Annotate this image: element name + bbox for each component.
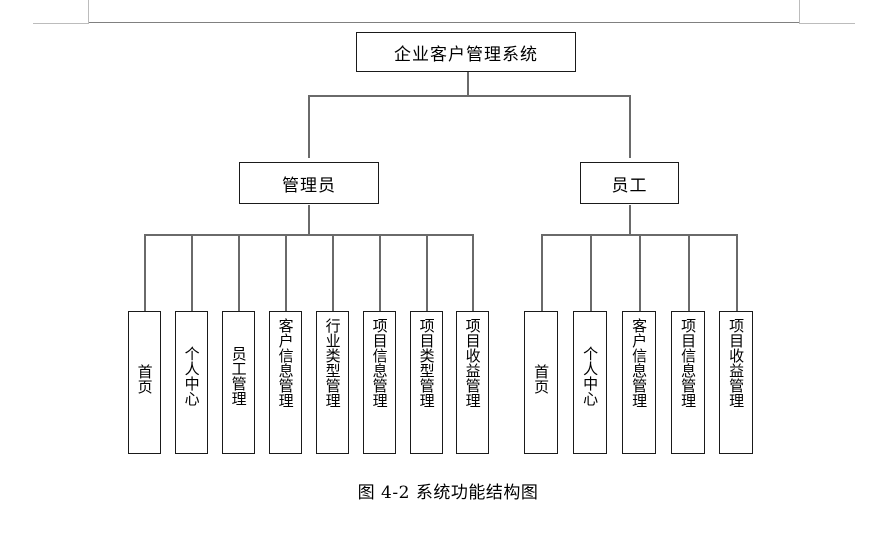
connector-admin-leaf-7 [426,234,428,311]
connector-employee-down [629,205,631,235]
figure-caption: 图 4-2 系统功能结构图 [357,483,539,503]
connector-employee-leaf-4 [688,234,690,311]
node-employee-leaf-project-revenue-mgmt[interactable]: 项目收益管理 [719,311,753,454]
connector-admin-leaf-5 [332,234,334,311]
node-employee-leaf-customer-info-mgmt-label: 客户信息管理 [630,318,649,408]
node-admin-leaf-project-info-mgmt[interactable]: 项目信息管理 [363,311,396,454]
connector-level2-bus [308,95,630,97]
node-admin-leaf-customer-info-mgmt[interactable]: 客户信息管理 [269,311,302,454]
connector-admin-leaf-2 [191,234,193,311]
connector-employee-leaf-3 [639,234,641,311]
connector-employee-leaf-2 [590,234,592,311]
page-header-rule [88,22,800,23]
connector-employee-leaf-5 [736,234,738,311]
connector-admin-leaf-6 [379,234,381,311]
node-admin-label: 管理员 [282,175,336,196]
node-admin-leaf-personal-center[interactable]: 个人中心 [175,311,208,454]
connector-root-down [467,71,469,96]
node-admin-leaf-employee-mgmt-label: 员工管理 [229,346,248,406]
connector-admin-leaf-1 [144,234,146,311]
node-employee-leaf-customer-info-mgmt[interactable]: 客户信息管理 [622,311,656,454]
connector-admin-leaf-3 [238,234,240,311]
node-admin[interactable]: 管理员 [239,162,379,204]
node-admin-leaf-project-revenue-mgmt[interactable]: 项目收益管理 [456,311,489,454]
node-admin-leaf-project-type-mgmt[interactable]: 项目类型管理 [410,311,443,454]
node-employee-leaf-project-info-mgmt[interactable]: 项目信息管理 [671,311,705,454]
node-employee-leaf-personal-center-label: 个人中心 [581,346,600,406]
node-admin-leaf-project-revenue-mgmt-label: 项目收益管理 [463,318,482,408]
page-margin-right-corner [799,23,855,24]
node-admin-leaf-customer-info-mgmt-label: 客户信息管理 [276,318,295,408]
connector-to-employee [629,95,631,158]
node-employee-leaf-home[interactable]: 首页 [524,311,558,454]
node-employee-leaf-project-revenue-mgmt-label: 项目收益管理 [727,318,746,408]
page-margin-left-corner [33,23,89,24]
node-employee-label: 员工 [611,175,648,196]
page-margin-right-vertical [799,0,800,23]
node-employee-leaf-home-label: 首页 [532,364,551,394]
node-admin-leaf-industry-type-mgmt-label: 行业类型管理 [323,318,342,408]
node-employee[interactable]: 员工 [580,162,679,204]
node-admin-leaf-industry-type-mgmt[interactable]: 行业类型管理 [316,311,349,454]
node-admin-leaf-project-info-mgmt-label: 项目信息管理 [370,318,389,408]
node-root-label: 企业客户管理系统 [394,44,538,65]
node-employee-leaf-personal-center[interactable]: 个人中心 [573,311,607,454]
connector-admin-down [308,205,310,235]
node-root[interactable]: 企业客户管理系统 [356,32,576,72]
connector-to-admin [308,95,310,158]
page-margin-left-vertical [88,0,89,23]
connector-admin-leaf-bus [144,234,473,236]
node-admin-leaf-employee-mgmt[interactable]: 员工管理 [222,311,255,454]
connector-employee-leaf-1 [541,234,543,311]
node-admin-leaf-home-label: 首页 [135,364,154,394]
node-employee-leaf-project-info-mgmt-label: 项目信息管理 [679,318,698,408]
connector-admin-leaf-8 [472,234,474,311]
node-admin-leaf-personal-center-label: 个人中心 [182,346,201,406]
node-admin-leaf-project-type-mgmt-label: 项目类型管理 [417,318,436,408]
connector-admin-leaf-4 [285,234,287,311]
node-admin-leaf-home[interactable]: 首页 [128,311,161,454]
